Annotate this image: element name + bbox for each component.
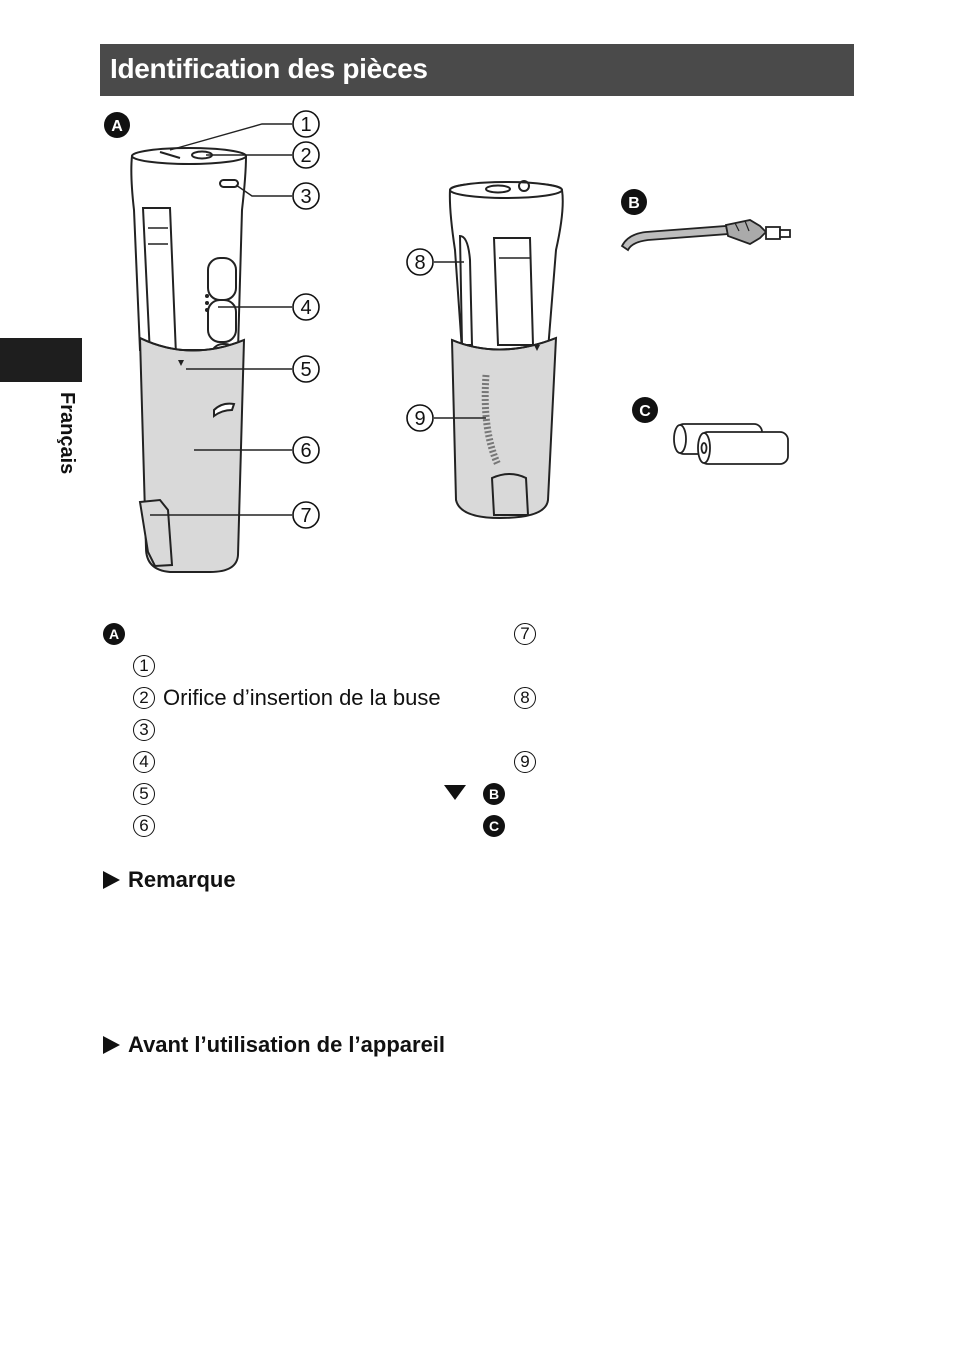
- svg-text:C: C: [639, 403, 651, 420]
- legend-group-b: B: [483, 780, 505, 808]
- number-circle: 1: [133, 655, 155, 677]
- number-circle: 6: [133, 815, 155, 837]
- badge-a: A: [104, 112, 130, 138]
- number-circle: 3: [133, 719, 155, 741]
- callout-9: 9: [406, 404, 434, 432]
- svg-text:2: 2: [300, 145, 311, 167]
- number-callouts: 1 2 3 4 5 6 7 8 9: [292, 110, 434, 529]
- svg-text:B: B: [628, 195, 640, 212]
- callout-7: 7: [292, 501, 320, 529]
- svg-text:1: 1: [300, 114, 311, 136]
- svg-text:A: A: [111, 118, 123, 135]
- number-circle: 4: [133, 751, 155, 773]
- before-use-title: Avant l’utilisation de l’appareil: [128, 1032, 446, 1057]
- legend-item-9: 9: [514, 748, 544, 776]
- callout-2: 2: [292, 141, 320, 169]
- leader-lines-a: [150, 123, 292, 516]
- legend-group-c: C: [483, 812, 505, 840]
- device-a-illustration: [130, 147, 248, 573]
- svg-text:4: 4: [300, 297, 311, 319]
- number-circle: 8: [514, 687, 536, 709]
- remark-title: Remarque: [128, 867, 236, 892]
- callout-8: 8: [406, 248, 434, 276]
- number-circle: 9: [514, 751, 536, 773]
- legend-item-3: 3: [133, 716, 163, 744]
- svg-text:5: 5: [300, 359, 311, 381]
- svg-text:7: 7: [300, 505, 311, 527]
- legend-item-7: 7: [514, 620, 544, 648]
- legend-item-2: 2 Orifice d’insertion de la buse: [133, 684, 441, 712]
- arrow-right-icon: [103, 1036, 120, 1054]
- nozzle-illustration: [620, 219, 791, 252]
- page-title: Identification des pièces: [110, 53, 428, 84]
- legend-item-8: 8: [514, 684, 544, 712]
- parts-illustration: A B C 1 2 3 4 5 6 7 8 9: [104, 110, 791, 573]
- badge-c: C: [632, 397, 658, 423]
- legend-group-a: A: [103, 620, 125, 648]
- remark-heading: Remarque: [103, 867, 236, 893]
- number-circle: 7: [514, 623, 536, 645]
- legend-item-6: 6: [133, 812, 163, 840]
- legend-item-5: 5: [133, 780, 163, 808]
- svg-text:6: 6: [300, 440, 311, 462]
- callout-5: 5: [292, 355, 320, 383]
- callout-1: 1: [292, 110, 320, 138]
- svg-text:9: 9: [414, 408, 425, 430]
- legend-item-4: 4: [133, 748, 163, 776]
- callout-4: 4: [292, 293, 320, 321]
- before-use-heading: Avant l’utilisation de l’appareil: [103, 1032, 445, 1058]
- badge-a-icon: A: [103, 623, 125, 645]
- callout-6: 6: [292, 436, 320, 464]
- svg-text:8: 8: [414, 252, 425, 274]
- device-b-illustration: [448, 180, 564, 520]
- section-header-bar: Identification des pièces: [100, 44, 854, 96]
- badge-c-icon: C: [483, 815, 505, 837]
- figure-badges: A B C: [104, 112, 658, 423]
- down-triangle-icon: [444, 785, 466, 800]
- language-tab-marker: [0, 338, 82, 382]
- arrow-right-icon: [103, 871, 120, 889]
- legend-item-1: 1: [133, 652, 163, 680]
- badge-b-icon: B: [483, 783, 505, 805]
- number-circle: 5: [133, 783, 155, 805]
- svg-text:3: 3: [300, 186, 311, 208]
- leader-lines-middle: [434, 261, 486, 419]
- number-circle: 2: [133, 687, 155, 709]
- legend-text: Orifice d’insertion de la buse: [163, 685, 441, 710]
- badge-b: B: [621, 189, 647, 215]
- callout-3: 3: [292, 182, 320, 210]
- batteries-illustration: [673, 423, 789, 465]
